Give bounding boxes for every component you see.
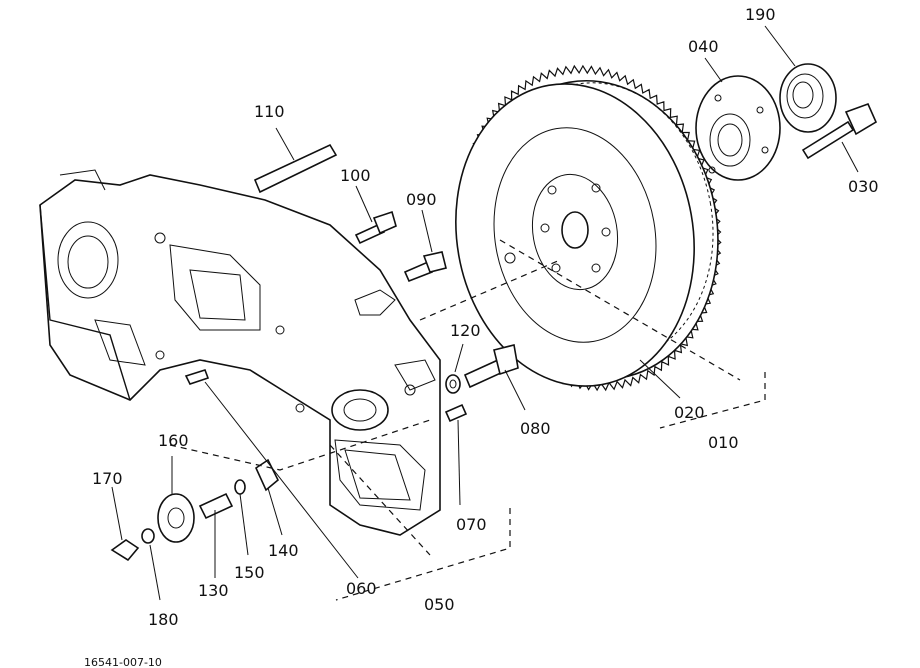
part-label-070: 070	[456, 515, 487, 534]
leader-lines	[111, 25, 859, 601]
part-labels: 110 100 090 120 080 070 060 050 160 170 …	[84, 5, 879, 668]
bolt-080-drawing	[463, 344, 519, 389]
part-label-100: 100	[340, 166, 371, 185]
part-label-160: 160	[158, 431, 189, 450]
bolt-100-drawing	[354, 210, 397, 245]
flywheel-drawing	[455, 64, 722, 392]
part-label-190: 190	[745, 5, 776, 24]
sensor-140-drawing	[198, 492, 234, 520]
plate-130-drawing	[254, 458, 279, 492]
bolt-090-drawing	[403, 251, 447, 283]
bearing-drawing	[779, 63, 837, 133]
part-label-060: 060	[346, 579, 377, 598]
cap-170-drawing	[110, 539, 140, 562]
part-label-040: 040	[688, 37, 719, 56]
assembly-dashed-brackets	[169, 239, 766, 601]
part-label-090: 090	[406, 190, 437, 209]
pin-060-drawing	[184, 369, 210, 385]
part-label-050: 050	[424, 595, 455, 614]
part-label-020: 020	[674, 403, 705, 422]
flywheel-housing-drawing	[39, 169, 441, 536]
cover-160-drawing	[157, 493, 195, 543]
figure-number: 16541-007-10	[84, 656, 162, 668]
part-label-110: 110	[254, 102, 285, 121]
part-label-010: 010	[708, 433, 739, 452]
part-label-150: 150	[234, 563, 265, 582]
part-label-030: 030	[848, 177, 879, 196]
bolt-030-drawing	[801, 102, 878, 160]
part-label-140: 130	[198, 581, 229, 600]
part-label-170: 170	[92, 469, 123, 488]
washer-120-drawing	[445, 374, 461, 394]
washer-180-drawing	[141, 528, 155, 544]
pin-070-drawing	[444, 403, 468, 423]
part-label-130: 140	[268, 541, 299, 560]
part-label-080: 080	[520, 419, 551, 438]
stud-110-drawing	[253, 143, 338, 194]
part-label-120: 120	[450, 321, 481, 340]
part-label-180: 180	[148, 610, 179, 629]
washer-150-drawing	[234, 479, 246, 495]
hub-drawing	[695, 75, 781, 181]
